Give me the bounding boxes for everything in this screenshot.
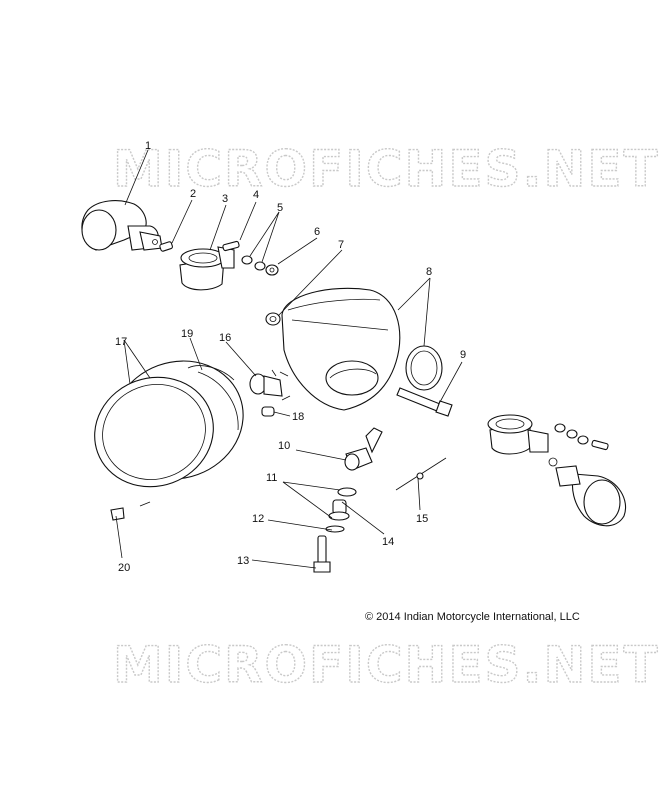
callout-1: 1 bbox=[145, 140, 151, 152]
callout-13: 13 bbox=[237, 555, 249, 567]
callout-15: 15 bbox=[416, 513, 428, 525]
callout-labels: 1 2 3 4 5 6 7 8 9 10 11 12 13 14 15 16 1… bbox=[115, 140, 466, 574]
callout-2: 2 bbox=[190, 188, 196, 200]
part-mount-clamp-left bbox=[179, 246, 235, 291]
callout-5: 5 bbox=[277, 202, 283, 214]
watermark-bottom: MICROFICHES.NET bbox=[113, 636, 660, 694]
part-spacer-stack bbox=[325, 487, 357, 533]
callout-9: 9 bbox=[460, 349, 466, 361]
part-turn-signal-left bbox=[81, 200, 163, 251]
part-turn-signal-right bbox=[555, 465, 626, 527]
part-grommet bbox=[265, 312, 281, 326]
part-headlight-bulb bbox=[249, 369, 291, 401]
callout-8: 8 bbox=[426, 266, 432, 278]
part-retaining-ring bbox=[187, 365, 235, 381]
callout-19: 19 bbox=[181, 328, 193, 340]
callout-7: 7 bbox=[338, 239, 344, 251]
leader-lines bbox=[115, 149, 463, 569]
callout-12: 12 bbox=[252, 513, 264, 525]
part-bolt-small bbox=[159, 241, 173, 252]
part-long-bolt bbox=[396, 387, 453, 417]
callout-11: 11 bbox=[266, 472, 277, 484]
part-washers bbox=[241, 255, 266, 271]
callout-20: 20 bbox=[118, 562, 130, 574]
callout-3: 3 bbox=[222, 193, 228, 205]
part-hardware-right bbox=[554, 423, 609, 451]
part-wire-clip bbox=[395, 457, 447, 491]
callout-6: 6 bbox=[314, 226, 320, 238]
part-nut bbox=[265, 264, 279, 276]
part-plug bbox=[261, 406, 275, 417]
callout-10: 10 bbox=[278, 440, 290, 452]
callout-14: 14 bbox=[382, 536, 394, 548]
part-adjuster-bracket bbox=[344, 427, 383, 471]
part-headlight-lens-assembly bbox=[94, 360, 244, 488]
copyright-notice: © 2014 Indian Motorcycle International, … bbox=[365, 611, 580, 623]
callout-16: 16 bbox=[219, 332, 231, 344]
watermark-top: MICROFICHES.NET bbox=[113, 140, 660, 198]
callout-4: 4 bbox=[253, 189, 259, 201]
part-seal-ring bbox=[405, 345, 443, 391]
callout-17: 17 bbox=[115, 336, 127, 348]
part-bolt-4 bbox=[222, 240, 240, 252]
part-headlight-housing bbox=[281, 287, 401, 411]
part-screw-20 bbox=[110, 501, 151, 521]
part-mount-clamp-right bbox=[487, 414, 558, 467]
part-bolt-13 bbox=[313, 535, 331, 573]
callout-18: 18 bbox=[292, 411, 304, 423]
